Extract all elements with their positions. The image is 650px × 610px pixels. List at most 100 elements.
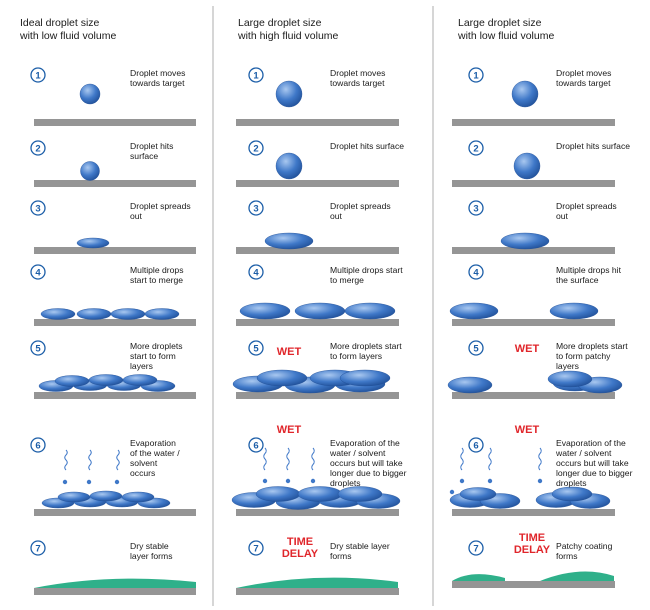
target-surface <box>34 392 196 399</box>
step-number: 6 <box>35 440 40 451</box>
coating-layer <box>34 578 196 588</box>
target-surface <box>236 247 399 254</box>
coating-layer <box>452 574 505 581</box>
vapor-squiggle <box>88 449 92 471</box>
target-surface <box>452 392 615 399</box>
vapor-droplet <box>537 478 543 484</box>
step-number-circle <box>468 67 484 83</box>
droplet <box>121 491 155 503</box>
droplet <box>256 369 308 387</box>
target-surface <box>236 119 399 126</box>
step-number: 7 <box>35 543 40 554</box>
vapor-squiggle <box>64 449 68 471</box>
droplet <box>40 308 76 320</box>
target-surface <box>236 509 399 516</box>
droplet <box>57 491 91 503</box>
vapor-droplet <box>459 478 465 484</box>
status-label: WET <box>277 424 302 436</box>
step-number-circle <box>248 437 264 453</box>
step-number: 1 <box>473 70 479 81</box>
step-number-circle <box>468 340 484 356</box>
step-number: 3 <box>35 203 40 214</box>
droplet <box>449 302 499 320</box>
target-surface <box>236 588 399 595</box>
step-number: 5 <box>473 343 479 354</box>
droplet <box>110 308 146 320</box>
step-number-circle <box>248 540 264 556</box>
target-surface <box>452 247 615 254</box>
droplet <box>80 161 100 181</box>
step-number: 7 <box>473 543 478 554</box>
step-number-circle <box>468 140 484 156</box>
step-number: 6 <box>473 440 478 451</box>
step-number-circle <box>468 264 484 280</box>
vapor-droplet <box>86 479 92 485</box>
vapor-squiggle <box>116 449 120 471</box>
target-surface <box>34 319 196 326</box>
vapor-droplet <box>114 479 120 485</box>
target-surface <box>34 180 196 187</box>
vapor-droplet <box>487 478 493 484</box>
vapor-droplet <box>285 478 291 484</box>
droplet <box>264 232 314 250</box>
droplet <box>344 302 396 320</box>
droplet <box>79 83 101 105</box>
vapor-squiggle <box>263 447 267 471</box>
droplet <box>88 374 124 386</box>
step-number-circle <box>30 264 46 280</box>
step-number: 2 <box>35 143 40 154</box>
step-number: 4 <box>253 267 259 278</box>
step-number: 4 <box>35 267 41 278</box>
step-number-circle <box>30 140 46 156</box>
step-number-circle <box>468 200 484 216</box>
vapor-squiggle <box>538 447 542 471</box>
step-number-circle <box>30 200 46 216</box>
target-surface <box>34 119 196 126</box>
droplet <box>549 302 599 320</box>
vapor-squiggle <box>286 447 290 471</box>
step-text: Droplet hits surface <box>330 141 404 151</box>
step-number-circle <box>248 340 264 356</box>
droplet <box>76 308 112 320</box>
droplet <box>337 486 383 502</box>
droplet <box>294 302 346 320</box>
status-label: WET <box>515 424 540 436</box>
droplet <box>255 486 301 502</box>
step-number: 1 <box>35 70 41 81</box>
step-number-circle <box>248 140 264 156</box>
coating-layer <box>540 571 614 581</box>
target-surface <box>452 319 615 326</box>
droplet <box>54 375 90 387</box>
step-number-circle <box>30 437 46 453</box>
step-number-circle <box>30 540 46 556</box>
droplet <box>339 369 391 387</box>
step-number-circle <box>30 67 46 83</box>
status-label: WET <box>277 346 302 358</box>
droplet <box>513 152 541 180</box>
step-number: 2 <box>473 143 478 154</box>
target-surface <box>236 392 399 399</box>
droplet <box>89 490 123 502</box>
step-number-circle <box>30 340 46 356</box>
droplet <box>511 80 539 108</box>
